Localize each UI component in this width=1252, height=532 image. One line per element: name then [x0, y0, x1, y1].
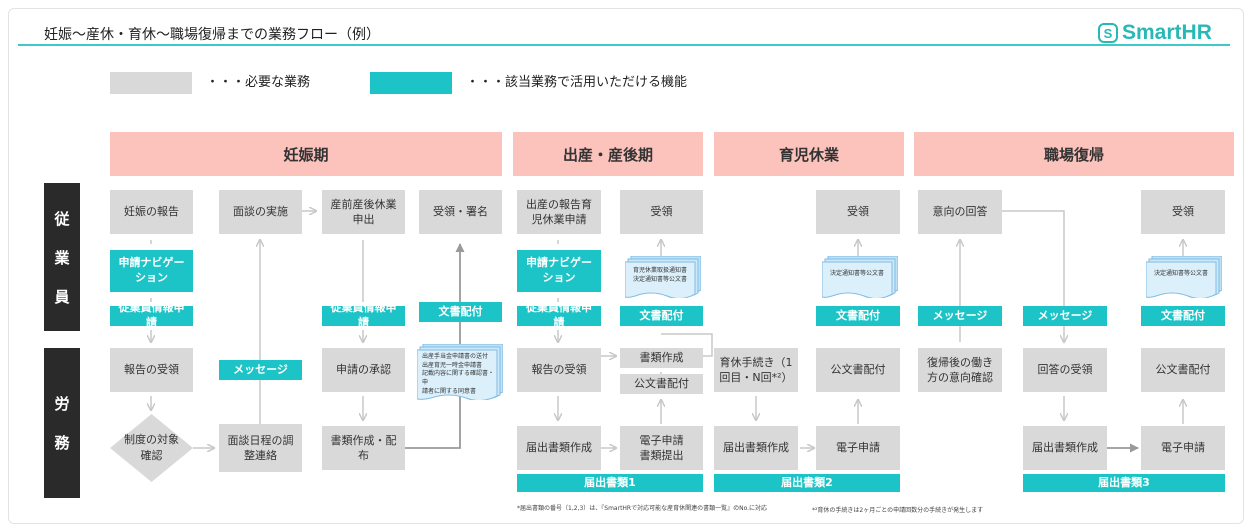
doc-1-line-1: 出産手当金申請書の送付 [422, 353, 489, 360]
task-receive-1: 受領 [620, 190, 703, 234]
task-receive-3: 受領 [1141, 190, 1225, 234]
task-receive-sign: 受領・署名 [419, 190, 502, 234]
task-schedule-adjust: 面談日程の調整連絡 [219, 424, 302, 472]
doc-3-line-1: 決定通知書等公文書 [830, 270, 885, 277]
task-official-docs-2: 公文書配付 [816, 348, 900, 392]
feature-message-2: メッセージ [918, 306, 1002, 326]
feature-employee-info-request-2: 従業員情報申請 [322, 301, 405, 329]
task-docs-create-distribute: 書類作成・配布 [322, 426, 405, 470]
phase-return-to-work: 職場復帰 [914, 132, 1234, 176]
title-underline [18, 44, 1230, 46]
document-stack-2: 育児休業取扱通知書 決定通知書等公文書 [625, 256, 701, 298]
system-check-label: 制度の対象確認 [124, 433, 179, 462]
lane-labor: 労務 [44, 348, 80, 498]
page-title: 妊娠〜産休・育休〜職場復帰までの業務フロー（例） [44, 27, 380, 43]
doc-2-line-1: 育児休業取扱通知書 [633, 267, 688, 274]
legend-necessary-label: ・・・必要な業務 [206, 75, 311, 90]
task-official-docs-1: 公文書配付 [620, 374, 703, 394]
feature-application-navigation-1: 申請ナビゲーション [110, 250, 193, 292]
document-stack-4: 決定通知書等公文書 [1146, 256, 1222, 298]
footnote-1: *届出書類の番号（1,2,3）は、『SmartHRで対応可能な産育休関連の書類一… [517, 505, 768, 512]
lane-labor-char-0: 労 [54, 395, 70, 413]
doc-1-line-3: 記載内容に関する確認書・申 [422, 370, 495, 387]
doc-4-line-1: 決定通知書等公文書 [1154, 270, 1209, 277]
feature-message-1: メッセージ [219, 360, 302, 380]
task-report-receipt-2: 報告の受領 [517, 348, 601, 392]
legend-feature-swatch [370, 72, 452, 94]
task-childcare-procedure: 育休手続き（1回目・N回*²） [714, 348, 798, 392]
task-reply-receipt: 回答の受領 [1023, 348, 1107, 392]
task-intent-reply: 意向の回答 [918, 190, 1002, 234]
task-e-filing-2: 電子申請 [816, 426, 900, 470]
lane-employee-char-0: 従 [54, 209, 70, 228]
legend-feature-label: ・・・該当業務で活用いただける機能 [466, 75, 688, 90]
feature-document-delivery-1: 文書配付 [419, 302, 502, 322]
task-birth-report: 出産の報告育児休業申請 [517, 190, 601, 234]
lane-employee-char-2: 員 [54, 287, 70, 306]
legend-necessary-swatch [110, 72, 192, 94]
footnote-2: *²育休の手続きは2ヶ月ごとの申請回数分の手続きが発生します [812, 507, 984, 514]
doc-1-line-2: 出産育児一時金申請書 [422, 361, 483, 369]
feature-document-delivery-2: 文書配付 [620, 306, 703, 326]
feature-message-3: メッセージ [1023, 306, 1107, 326]
phase-childcare-leave: 育児休業 [714, 132, 904, 176]
feature-filing-documents-1: 届出書類1 [517, 474, 703, 492]
feature-application-navigation-2: 申請ナビゲーション [517, 250, 601, 292]
feature-document-delivery-3: 文書配付 [816, 306, 900, 326]
document-stack-1: 出産手当金申請書の送付 出産育児一時金申請書 記載内容に関する確認書・申 請者に… [417, 344, 503, 400]
task-docs-create: 書類作成 [620, 348, 703, 368]
doc-2-line-2: 決定通知書等公文書 [633, 275, 688, 283]
post-return-intent-label: 復帰後の働き方の意向確認 [927, 355, 993, 384]
task-approval: 申請の承認 [322, 348, 405, 392]
task-maternity-leave-request: 産前産後休業申出 [322, 190, 405, 234]
task-filing-docs-3: 届出書類作成 [1023, 426, 1107, 470]
feature-employee-info-request-1: 従業員情報申請 [110, 301, 193, 329]
feature-filing-documents-3: 届出書類3 [1023, 474, 1225, 492]
lane-employee: 従業員 [44, 183, 80, 331]
task-receive-2: 受領 [816, 190, 900, 234]
lane-labor-char-1: 務 [54, 434, 70, 452]
task-filing-docs-1: 届出書類作成 [517, 426, 601, 470]
lane-employee-char-1: 業 [54, 248, 70, 267]
smarthr-logo: S SmartHR [1098, 20, 1212, 46]
task-filing-docs-2: 届出書類作成 [714, 426, 798, 470]
phase-pregnancy: 妊娠期 [110, 132, 502, 176]
task-pregnancy-report: 妊娠の報告 [110, 190, 193, 234]
smarthr-logo-text: SmartHR [1122, 21, 1212, 44]
feature-document-delivery-4: 文書配付 [1141, 306, 1225, 326]
frame [8, 8, 1244, 524]
doc-1-line-4: 請者に関する同意書 [422, 387, 477, 395]
feature-filing-documents-2: 届出書類2 [714, 474, 900, 492]
smarthr-logo-icon: S [1098, 23, 1118, 43]
task-report-receipt-1: 報告の受領 [110, 348, 193, 392]
task-e-filing-1: 電子申請書類提出 [620, 426, 703, 470]
document-stack-3: 決定通知書等公文書 [822, 256, 898, 298]
task-system-eligibility-check: 制度の対象確認 [110, 414, 193, 482]
task-official-docs-3: 公文書配付 [1141, 348, 1225, 392]
task-post-return-intent: 復帰後の働き方の意向確認 [918, 348, 1002, 392]
phase-childbirth: 出産・産後期 [513, 132, 703, 176]
childcare-procedure-label: 育休手続き（1回目・N回*²） [719, 355, 793, 384]
e-filing-1-label: 電子申請書類提出 [639, 433, 684, 462]
feature-employee-info-request-3: 従業員情報申請 [517, 301, 601, 329]
task-interview: 面談の実施 [219, 190, 302, 234]
task-e-filing-3: 電子申請 [1141, 426, 1225, 470]
